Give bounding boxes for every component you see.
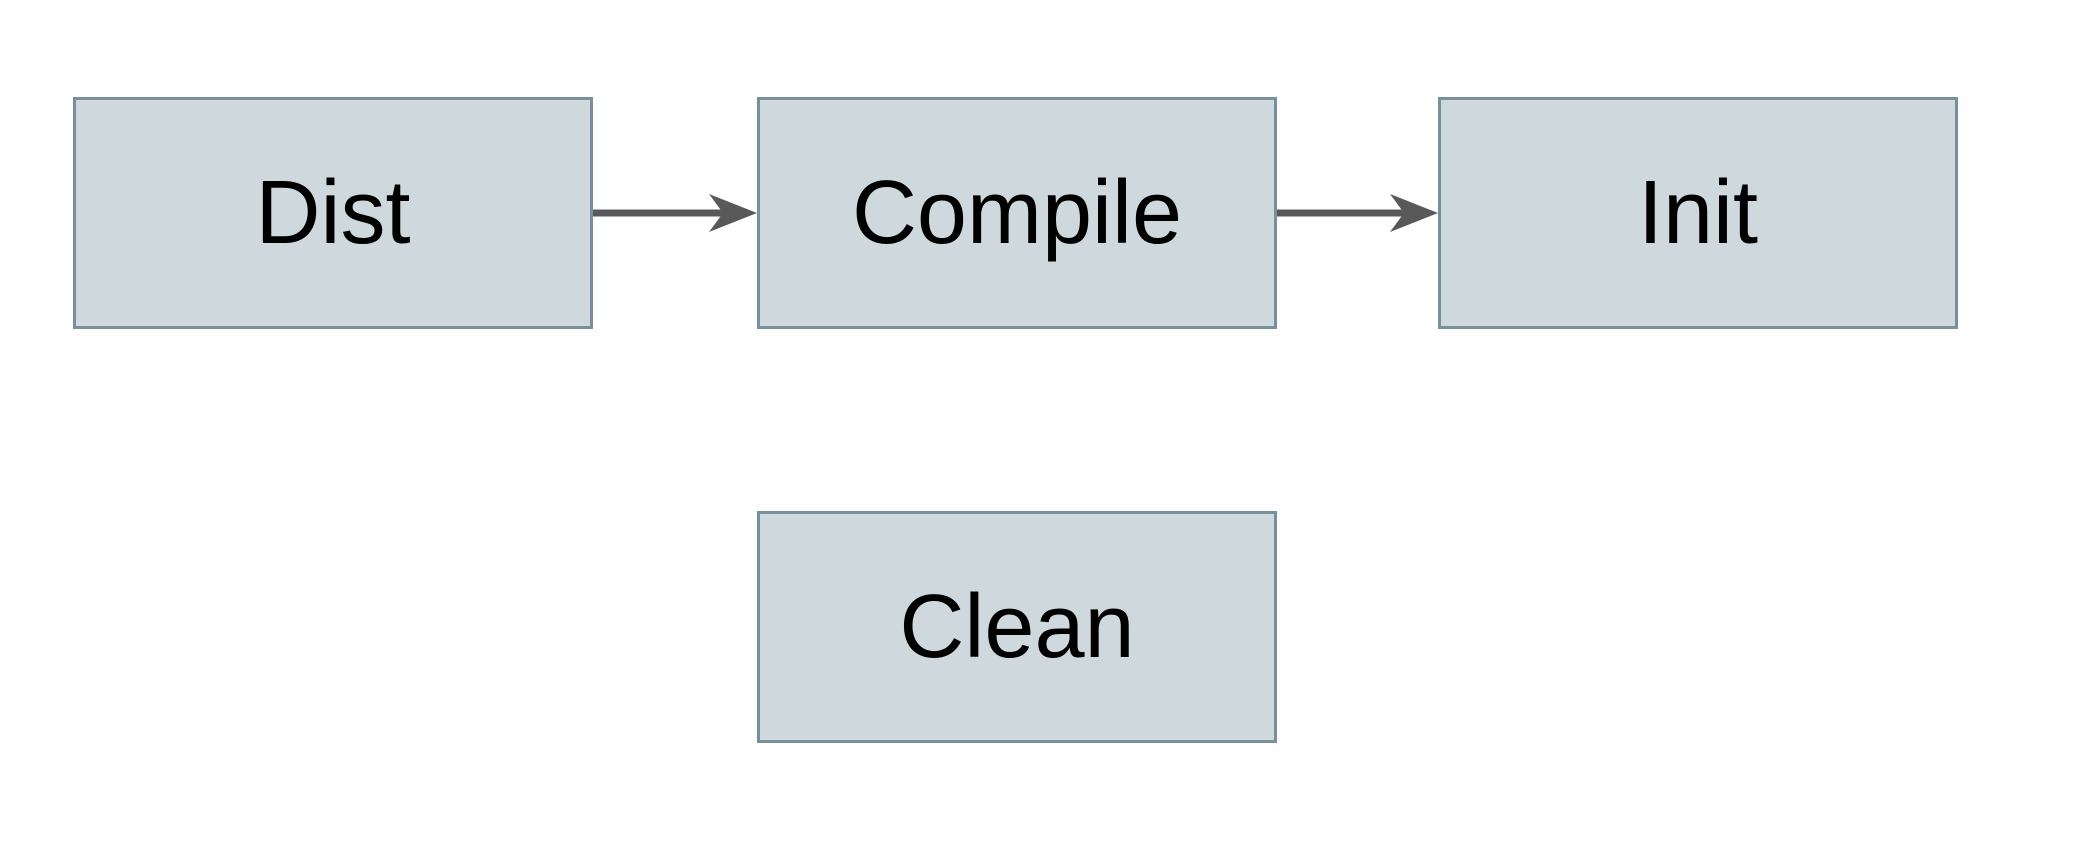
flowchart-node-compile: Compile	[757, 97, 1277, 329]
arrow-head-icon	[1390, 194, 1438, 232]
flowchart-node-clean: Clean	[757, 511, 1277, 743]
node-label: Init	[1637, 163, 1759, 263]
connector-compile-to-init	[1277, 194, 1438, 232]
arrow-head-icon	[709, 194, 757, 232]
flowchart-node-init: Init	[1438, 97, 1958, 329]
node-label: Clean	[899, 577, 1135, 677]
node-label: Compile	[851, 163, 1183, 263]
flowchart-node-dist: Dist	[73, 97, 593, 329]
node-label: Dist	[255, 163, 411, 263]
connector-dist-to-compile	[593, 194, 757, 232]
